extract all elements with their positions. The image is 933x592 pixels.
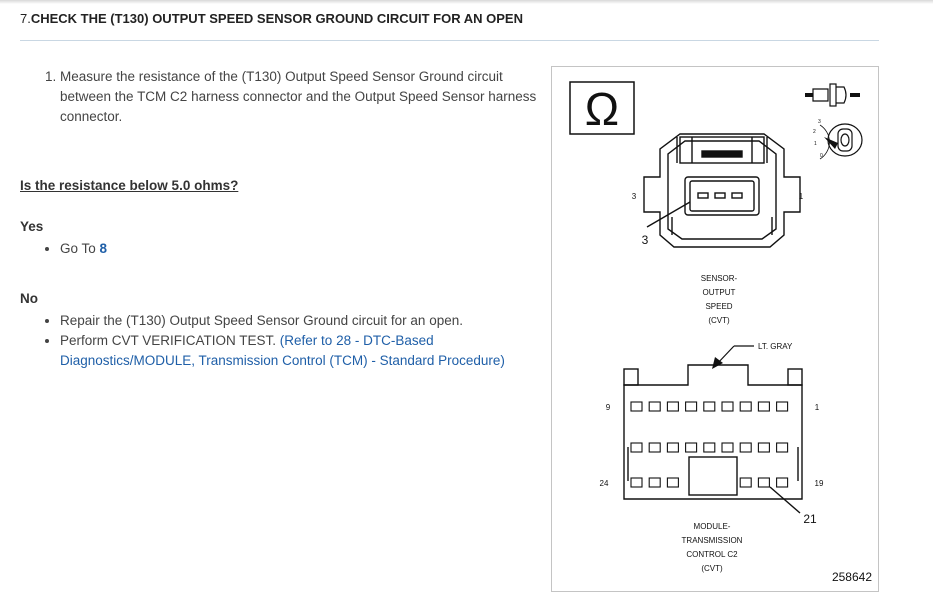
connector-figure: Ω 3 2 1 0 bbox=[551, 66, 879, 592]
tcm-pin-cavity bbox=[776, 401, 789, 412]
svg-text:(CVT): (CVT) bbox=[701, 564, 723, 573]
tcm-pin-cavity bbox=[666, 401, 679, 412]
question: Is the resistance below 5.0 ohms? bbox=[20, 178, 239, 193]
goto-step-link[interactable]: 8 bbox=[99, 241, 108, 256]
tcm-pin-cavity bbox=[630, 442, 643, 453]
tcm-pin-cavity bbox=[685, 401, 698, 412]
tcm-pin-cavity bbox=[721, 401, 734, 412]
tcm-pin-grid bbox=[630, 401, 789, 488]
sensor-label: SENSOR- OUTPUT SPEED (CVT) bbox=[701, 274, 738, 325]
svg-text:CONTROL C2: CONTROL C2 bbox=[686, 550, 738, 559]
tcm-pin-cavity bbox=[776, 442, 789, 453]
no-list: Repair the (T130) Output Speed Sensor Gr… bbox=[42, 311, 530, 371]
svg-text:3: 3 bbox=[818, 119, 821, 125]
tcm-pin-top-right: 1 bbox=[815, 403, 820, 412]
svg-text:0: 0 bbox=[820, 153, 823, 159]
svg-text:OUTPUT: OUTPUT bbox=[703, 288, 736, 297]
measure-step: Measure the resistance of the (T130) Out… bbox=[60, 67, 550, 127]
tcm-pin-cavity bbox=[685, 442, 698, 453]
ignition-key-icon: 3 2 1 0 bbox=[813, 119, 863, 160]
color-label: LT. GRAY bbox=[758, 342, 793, 351]
step-title: 7.CHECK THE (T130) OUTPUT SPEED SENSOR G… bbox=[20, 11, 523, 26]
no-heading: No bbox=[20, 291, 38, 306]
tcm-pin-cavity bbox=[666, 477, 679, 488]
tcm-pin-cavity bbox=[739, 442, 752, 453]
tcm-pin-bottom-right: 19 bbox=[815, 479, 824, 488]
svg-text:TRANSMISSION: TRANSMISSION bbox=[682, 536, 743, 545]
measure-list: Measure the resistance of the (T130) Out… bbox=[20, 67, 550, 127]
tcm-pin-cavity bbox=[721, 442, 734, 453]
tcm-pin-cavity bbox=[648, 442, 661, 453]
tcm-pin-cavity bbox=[630, 401, 643, 412]
svg-text:(CVT): (CVT) bbox=[708, 316, 730, 325]
ohmmeter-icon bbox=[569, 81, 635, 135]
tcm-pin-cavity bbox=[648, 477, 661, 488]
tcm-pin-cavity bbox=[757, 477, 770, 488]
tcm-pin-cavity bbox=[757, 401, 770, 412]
no-item-verify: Perform CVT VERIFICATION TEST. (Refer to… bbox=[60, 331, 530, 371]
sensor-pin-right: 1 bbox=[799, 192, 804, 201]
tcm-pin-cavity bbox=[703, 442, 716, 453]
tcm-pin-cavity bbox=[630, 477, 643, 488]
svg-text:SPEED: SPEED bbox=[705, 302, 732, 311]
no-item-repair: Repair the (T130) Output Speed Sensor Gr… bbox=[60, 311, 530, 331]
tcm-callout: 21 bbox=[803, 512, 817, 526]
tcm-pin-cavity bbox=[776, 477, 789, 488]
sensor-pin-left: 3 bbox=[632, 192, 637, 201]
tcm-pin-top-left: 9 bbox=[606, 403, 611, 412]
tcm-pin-cavity bbox=[648, 401, 661, 412]
tcm-pin-cavity bbox=[739, 401, 752, 412]
ohm-symbol: Ω bbox=[585, 83, 619, 135]
svg-text:SENSOR-: SENSOR- bbox=[701, 274, 738, 283]
svg-text:MODULE-: MODULE- bbox=[694, 522, 731, 531]
sensor-callout: 3 bbox=[642, 233, 649, 247]
svg-text:1: 1 bbox=[814, 141, 817, 147]
svg-text:2: 2 bbox=[813, 129, 816, 135]
tcm-pin-cavity bbox=[757, 442, 770, 453]
tcm-label: MODULE- TRANSMISSION CONTROL C2 (CVT) bbox=[682, 522, 743, 573]
probe-icon bbox=[805, 83, 860, 107]
figure-id: 258642 bbox=[832, 570, 872, 584]
refer-procedure-link[interactable]: (Refer to 28 - DTC-Based Diagnostics/MOD… bbox=[60, 333, 505, 368]
yes-item: Go To 8 bbox=[60, 239, 107, 259]
tcm-pin-bottom-left: 24 bbox=[600, 479, 609, 488]
yes-list: Go To 8 bbox=[42, 239, 107, 259]
tcm-pin-cavity bbox=[703, 401, 716, 412]
sensor-connector bbox=[643, 133, 801, 248]
title-divider bbox=[20, 40, 879, 41]
tcm-connector bbox=[623, 364, 803, 500]
tcm-pin-cavity bbox=[739, 477, 752, 488]
tcm-pin-cavity bbox=[666, 442, 679, 453]
yes-heading: Yes bbox=[20, 219, 44, 234]
top-shadow bbox=[0, 0, 933, 4]
